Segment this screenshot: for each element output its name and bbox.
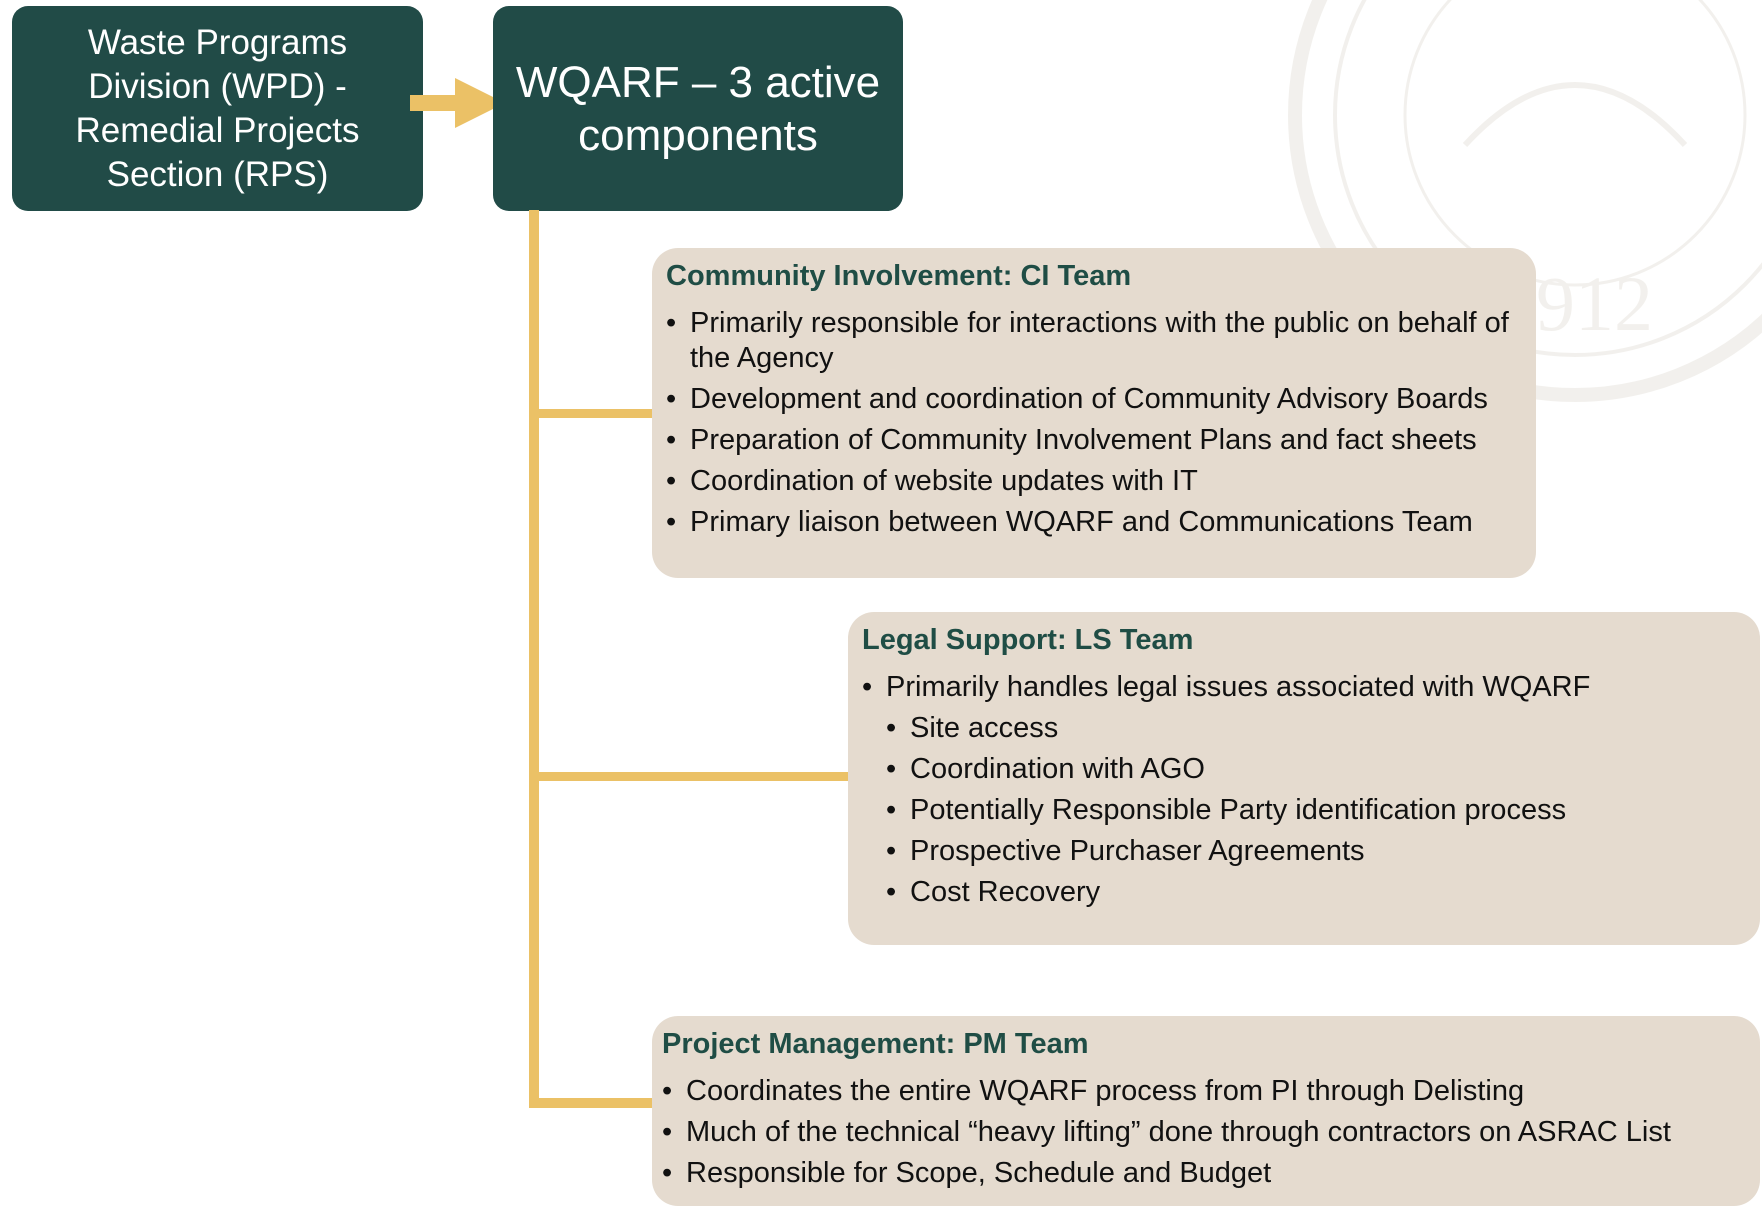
legal-support-panel: Legal Support: LS Team Primarily handles… [848, 612, 1760, 945]
list-item: Primary liaison between WQARF and Commun… [666, 505, 1516, 540]
ls-team-title: Legal Support: LS Team [862, 624, 1194, 656]
connector-branch-pm [529, 1098, 653, 1108]
list-item: Development and coordination of Communit… [666, 382, 1516, 417]
list-item: Responsible for Scope, Schedule and Budg… [662, 1156, 1740, 1191]
pm-team-list: Coordinates the entire WQARF process fro… [662, 1074, 1740, 1191]
list-item: Coordination of website updates with IT [666, 464, 1516, 499]
sub-list-item: Site access [886, 711, 1740, 746]
connector-trunk [529, 210, 539, 1108]
list-item: Preparation of Community Involvement Pla… [666, 423, 1516, 458]
arrow-right-icon [410, 78, 505, 128]
community-involvement-panel: Community Involvement: CI Team Primarily… [652, 248, 1536, 578]
sub-list-item: Potentially Responsible Party identifica… [886, 793, 1740, 828]
connector-branch-ci [529, 409, 653, 418]
pm-team-title: Project Management: PM Team [662, 1028, 1089, 1060]
sub-list-item: Prospective Purchaser Agreements [886, 834, 1740, 869]
sub-list-item: Cost Recovery [886, 875, 1740, 910]
list-item: Coordinates the entire WQARF process fro… [662, 1074, 1740, 1109]
wpd-rps-box: Waste Programs Division (WPD) - Remedial… [12, 6, 423, 211]
ci-team-title: Community Involvement: CI Team [666, 260, 1132, 292]
project-management-panel: Project Management: PM Team Coordinates … [652, 1016, 1760, 1206]
list-item: Primarily handles legal issues associate… [862, 670, 1740, 705]
connector-branch-ls [529, 772, 849, 781]
sub-list-item: Coordination with AGO [886, 752, 1740, 787]
wqarf-components-label: WQARF – 3 active components [515, 57, 881, 160]
ci-team-list: Primarily responsible for interactions w… [666, 306, 1516, 540]
wqarf-components-box: WQARF – 3 active components [493, 6, 903, 211]
list-item: Primarily responsible for interactions w… [666, 306, 1516, 376]
ls-team-list: Primarily handles legal issues associate… [862, 670, 1740, 910]
list-item: Much of the technical “heavy lifting” do… [662, 1115, 1740, 1150]
wpd-rps-label: Waste Programs Division (WPD) - Remedial… [75, 22, 360, 194]
